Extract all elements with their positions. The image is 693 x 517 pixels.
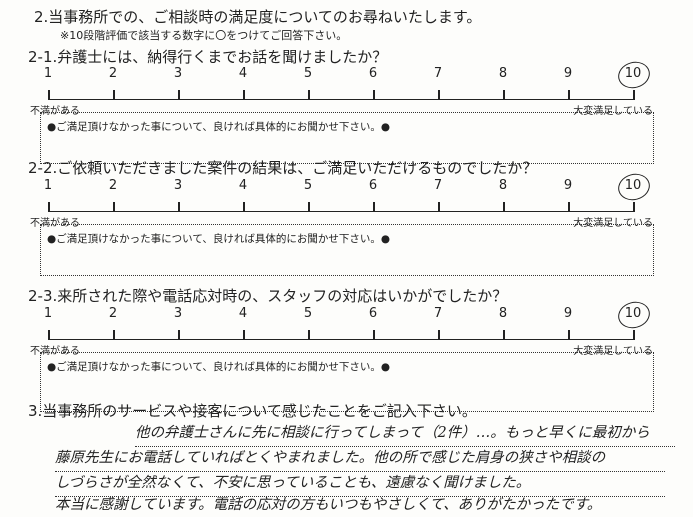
- scale-tick: [633, 90, 635, 100]
- comment-hint: ●ご満足頂けなかった事について、良ければ具体的にお聞かせ下さい。●: [47, 121, 390, 133]
- comment-box[interactable]: ●ご満足頂けなかった事について、良ければ具体的にお聞かせ下さい。●: [40, 224, 654, 276]
- scale-number[interactable]: 4: [238, 178, 248, 193]
- handwritten-line: 藤原先生にお電話していればとくやまれました。他の所で感じた肩身の狭さや相談の: [55, 447, 665, 472]
- scale-number[interactable]: 3: [173, 66, 183, 81]
- scale-number[interactable]: 1: [43, 66, 53, 81]
- scale-number[interactable]: 6: [368, 306, 378, 321]
- scale-number[interactable]: 3: [173, 178, 183, 193]
- scale-number[interactable]: 5: [303, 178, 313, 193]
- scale-line: [48, 99, 633, 100]
- scale-tick: [373, 330, 375, 340]
- scale-number[interactable]: 9: [563, 306, 573, 321]
- scale-tick: [308, 202, 310, 212]
- scale-tick: [48, 90, 50, 100]
- scale-tick: [373, 202, 375, 212]
- section3-title: 3.当事務所のサービスや接客について感じたことをご記入下さい。: [28, 402, 477, 420]
- scale-number[interactable]: 8: [498, 306, 508, 321]
- high-label: 大変満足している: [573, 346, 653, 357]
- scale-tick: [633, 202, 635, 212]
- scale-number[interactable]: 7: [433, 66, 443, 81]
- scale-number[interactable]: 4: [238, 306, 248, 321]
- scale-number[interactable]: 7: [433, 306, 443, 321]
- section2-title: 2.当事務所での、ご相談時の満足度についてのお尋ねいたします。: [34, 8, 482, 26]
- low-label: 不満がある: [30, 346, 80, 357]
- scale-number[interactable]: 1: [43, 178, 53, 193]
- selected-circle: [615, 58, 653, 92]
- scale-tick: [113, 90, 115, 100]
- scale-tick: [308, 330, 310, 340]
- selected-circle: [615, 170, 653, 204]
- scale-tick: [178, 202, 180, 212]
- scale-number[interactable]: 5: [303, 306, 313, 321]
- scale-tick: [178, 330, 180, 340]
- scale-tick: [438, 330, 440, 340]
- high-label: 大変満足している: [573, 106, 653, 117]
- rating-scale[interactable]: 1 2 3 4 5 6 7 8 9 10 不満がある 大変満足している: [30, 298, 653, 357]
- scale-number[interactable]: 10: [624, 66, 642, 81]
- scale-number[interactable]: 10: [624, 306, 642, 321]
- scale-tick: [48, 330, 50, 340]
- scale-number[interactable]: 8: [498, 66, 508, 81]
- scale-tick: [308, 90, 310, 100]
- scale-number[interactable]: 7: [433, 178, 443, 193]
- scale-tick: [113, 202, 115, 212]
- selected-circle: [615, 298, 653, 332]
- scale-tick: [438, 90, 440, 100]
- low-label: 不満がある: [30, 106, 80, 117]
- scale-line: [48, 339, 633, 340]
- comment-hint: ●ご満足頂けなかった事について、良ければ具体的にお聞かせ下さい。●: [47, 361, 390, 373]
- scale-tick: [373, 90, 375, 100]
- scale-number[interactable]: 3: [173, 306, 183, 321]
- handwritten-line: 本当に感謝しています。電話の応対の方もいつもやさしくて、ありがたかったです。: [55, 494, 665, 517]
- question-title: 2-2.ご依頼いただきました案件の結果は、ご満足いただけるものでしたか？: [28, 159, 538, 177]
- low-label: 不満がある: [30, 218, 80, 229]
- question-title: 2-3.来所された際や電話応対時の、スタッフの対応はいかがでしたか？: [28, 287, 508, 305]
- scale-tick: [438, 202, 440, 212]
- handwritten-line: 他の弁護士さんに先に相談に行ってしまって（2件）…。もっと早くに最初から: [135, 422, 675, 447]
- scale-number[interactable]: 8: [498, 178, 508, 193]
- scale-number[interactable]: 2: [108, 178, 118, 193]
- scale-tick: [568, 330, 570, 340]
- scale-number[interactable]: 2: [108, 306, 118, 321]
- scale-tick: [503, 90, 505, 100]
- scale-tick: [48, 202, 50, 212]
- scale-tick: [178, 90, 180, 100]
- question-title: 2-1.弁護士には、納得行くまでお話を聞けましたか？: [28, 48, 388, 66]
- scale-tick: [243, 202, 245, 212]
- comment-hint: ●ご満足頂けなかった事について、良ければ具体的にお聞かせ下さい。●: [47, 233, 390, 245]
- high-label: 大変満足している: [573, 218, 653, 229]
- scale-number[interactable]: 9: [563, 178, 573, 193]
- scale-line: [48, 211, 633, 212]
- scale-tick: [568, 202, 570, 212]
- scale-number[interactable]: 6: [368, 66, 378, 81]
- scale-number[interactable]: 1: [43, 306, 53, 321]
- section2-note: ※10段階評価で該当する数字に〇をつけてご回答下さい。: [60, 29, 348, 42]
- rating-scale[interactable]: 1 2 3 4 5 6 7 8 9 10 不満がある 大変満足している: [30, 58, 653, 117]
- scale-number[interactable]: 6: [368, 178, 378, 193]
- scale-number[interactable]: 10: [624, 178, 642, 193]
- scale-tick: [633, 330, 635, 340]
- scale-number[interactable]: 5: [303, 66, 313, 81]
- scale-tick: [243, 330, 245, 340]
- rating-scale[interactable]: 1 2 3 4 5 6 7 8 9 10 不満がある 大変満足している: [30, 170, 653, 229]
- scale-number[interactable]: 4: [238, 66, 248, 81]
- scale-tick: [243, 90, 245, 100]
- comment-box[interactable]: ●ご満足頂けなかった事について、良ければ具体的にお聞かせ下さい。●: [40, 352, 654, 412]
- comment-box[interactable]: ●ご満足頂けなかった事について、良ければ具体的にお聞かせ下さい。●: [40, 112, 654, 164]
- scale-tick: [503, 202, 505, 212]
- scale-number[interactable]: 2: [108, 66, 118, 81]
- handwritten-line: しづらさが全然なくて、不安に思っていることも、遠慮なく聞けました。: [55, 472, 665, 497]
- scale-number[interactable]: 9: [563, 66, 573, 81]
- scale-tick: [503, 330, 505, 340]
- scale-tick: [113, 330, 115, 340]
- scale-tick: [568, 90, 570, 100]
